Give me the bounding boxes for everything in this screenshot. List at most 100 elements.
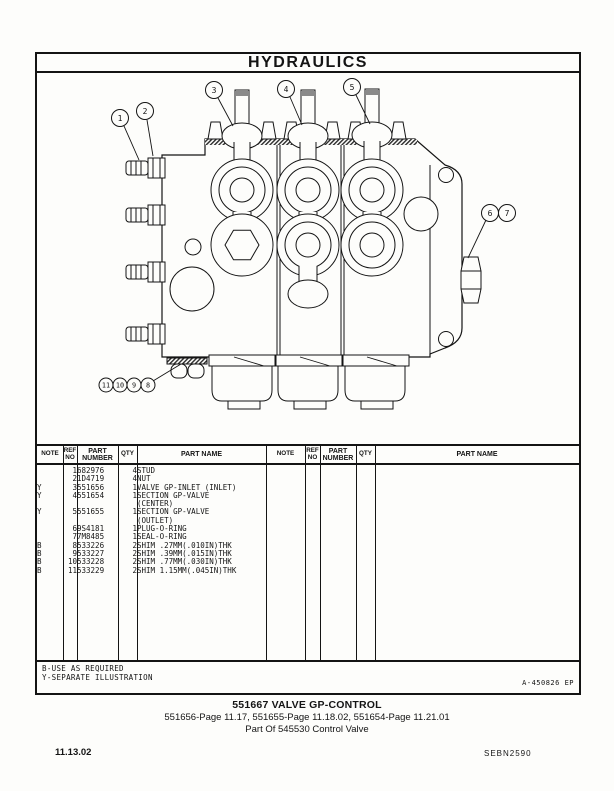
table-row: 2 1D4719 4 NUT (37, 475, 579, 483)
cell-note (37, 533, 63, 541)
cell-qty: 2 (132, 541, 137, 550)
cell-note: B (37, 541, 42, 550)
column-divider (137, 446, 138, 660)
cap-2 (275, 354, 343, 410)
doc-number: SEBN2590 (484, 749, 532, 758)
table-row: Y 3 551656 1 VALVE GP-INLET (INLET) (37, 484, 579, 492)
callout-10: 10 (112, 377, 128, 393)
svg-text:2: 2 (143, 107, 148, 116)
callout-9: 9 (126, 377, 142, 393)
column-divider (77, 446, 78, 660)
header-part-name: PART NAME (137, 446, 266, 465)
callout-row-bottom: 11 10 9 8 (98, 363, 182, 393)
illustration-ref: A-450826 EP (522, 678, 574, 687)
studs-and-nuts (125, 157, 166, 345)
cell-part-name: SHIM .77MM(.030IN)THK (137, 558, 232, 567)
stem-2 (300, 89, 316, 131)
svg-text:4: 4 (284, 85, 289, 94)
header-qty-2: QTY (356, 446, 375, 465)
column-divider (320, 446, 321, 660)
hex-relief (224, 229, 260, 261)
cell-ref-no: 3 (72, 483, 77, 492)
table-row: Y 5 551655 1 SECTION GP-VALVE (OUTLET) (37, 508, 579, 525)
cell-qty: 1 (132, 533, 137, 542)
bottom-caps (208, 354, 410, 410)
callout-8: 8 (140, 377, 156, 393)
cell-part-name: NUT (137, 475, 151, 484)
header-qty: QTY (118, 446, 137, 465)
svg-text:9: 9 (132, 382, 136, 390)
cell-part-number: 7M8485 (77, 533, 105, 542)
cell-ref-no: 2 (72, 475, 77, 484)
svg-text:6: 6 (488, 209, 493, 218)
parts-table-body: 1 682976 4 STUD 2 1D4719 4 NUT (37, 464, 579, 575)
cell-ref-no: 11 (67, 566, 77, 575)
caption-page-refs: 551656-Page 11.17, 551655-Page 11.18.02,… (164, 712, 450, 723)
callout-7: 7 (498, 204, 516, 222)
cell-qty: 2 (132, 566, 137, 575)
parts-table: NOTE REF NO PART NUMBER QTY PART NAME NO… (37, 446, 579, 575)
cell-part-number: 533227 (77, 549, 105, 558)
figure-caption: 551667 VALVE GP-CONTROL 551656-Page 11.1… (0, 699, 614, 735)
table-row: B 9 533227 2 SHIM .39MM(.015IN)THK (37, 550, 579, 558)
hex-plug (460, 256, 482, 304)
cell-part-number: 533229 (77, 566, 105, 575)
svg-text:8: 8 (146, 382, 150, 390)
parts-table-header: NOTE REF NO PART NUMBER QTY PART NAME NO… (37, 446, 579, 465)
header-part-number: PART NUMBER (77, 446, 118, 465)
column-divider (118, 446, 119, 660)
cell-note: B (37, 558, 42, 567)
cell-qty: 1 (132, 491, 137, 500)
cell-qty: 1 (132, 525, 137, 534)
cell-part-name: SHIM .39MM(.015IN)THK (137, 549, 232, 558)
caption-part-of: Part Of 545530 Control Valve (245, 724, 369, 735)
table-row: Y 4 551654 1 SECTION GP-VALVE (CENTER) (37, 492, 579, 509)
table-row: 1 682976 4 STUD (37, 464, 579, 475)
column-divider (305, 446, 306, 660)
svg-text:5: 5 (350, 83, 355, 92)
parts-diagram: 1 2 3 4 5 6 7 11 10 9 8 (98, 78, 516, 410)
center-port-oval (287, 279, 329, 309)
page-title: HYDRAULICS (37, 54, 579, 73)
caption-title: 551667 VALVE GP-CONTROL (232, 699, 382, 711)
ports-upper (210, 158, 404, 222)
cell-qty: 4 (132, 466, 137, 475)
column-divider (266, 446, 267, 660)
callout-1: 1 (111, 109, 140, 161)
cell-note (37, 475, 63, 483)
header-ref-no-2: REF NO (305, 446, 320, 465)
header-part-number-2: PART NUMBER (320, 446, 356, 465)
column-divider (375, 446, 376, 660)
page-date: 11.13.02 (55, 747, 92, 758)
table-row: 6 9S4181 1 PLUG-O-RING (37, 525, 579, 533)
cell-note: B (37, 566, 42, 575)
cap-1 (208, 354, 276, 410)
inlet-small-bore (184, 238, 202, 256)
cell-part-number: 533228 (77, 558, 105, 567)
outlet-bore (403, 196, 439, 232)
cell-ref-no: 9 (72, 549, 77, 558)
outlet-bolt-hole-top (438, 167, 454, 183)
cell-ref-no: 10 (67, 558, 77, 567)
cell-note (37, 464, 63, 475)
svg-text:3: 3 (212, 86, 217, 95)
page-frame: HYDRAULICS (35, 52, 581, 695)
cell-part-name: STUD (137, 466, 156, 475)
callout-11: 11 (98, 377, 114, 393)
cell-qty: 4 (132, 475, 137, 484)
legend-note-b: B-USE AS REQUIRED (42, 664, 124, 673)
svg-text:1: 1 (118, 114, 123, 123)
callout-5: 5 (343, 78, 371, 125)
header-note-2: NOTE (266, 446, 305, 465)
cell-part-name: SHIM .27MM(.010IN)THK (137, 541, 232, 550)
svg-text:11: 11 (102, 382, 110, 390)
outlet-bolt-hole-bottom (438, 331, 454, 347)
cell-ref-no: 6 (72, 525, 77, 534)
ports-lower (210, 213, 404, 277)
header-ref-no: REF NO (63, 446, 77, 465)
cell-ref-no: 7 (72, 533, 77, 542)
header-note: NOTE (37, 446, 63, 465)
table-row: B 11 533229 2 SHIM 1.15MM(.045IN)THK (37, 567, 579, 575)
cell-ref-no: 8 (72, 541, 77, 550)
cell-part-number: 551654 (77, 491, 105, 500)
